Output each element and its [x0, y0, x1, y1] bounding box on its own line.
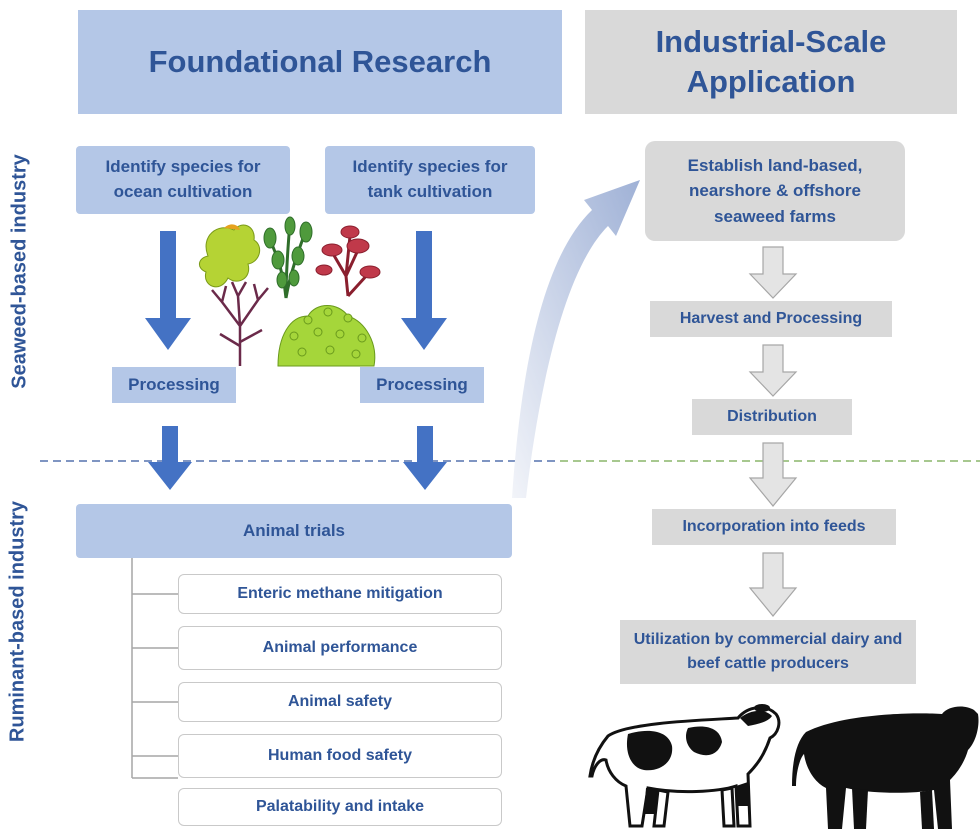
- processing-box-right: Processing: [360, 367, 484, 403]
- industrial-scale-header: Industrial-Scale Application: [585, 10, 957, 114]
- animal-trials-text: Animal trials: [242, 520, 346, 540]
- arrow-down-icon: [748, 246, 798, 299]
- holstein-cow-icon: [588, 704, 781, 828]
- ocean-cultivation-text: Identify species for ocean cultivation: [105, 157, 261, 201]
- sea-lettuce-icon: [199, 224, 261, 288]
- outcome-palatability-text: Palatability and intake: [255, 798, 425, 815]
- utilization-box: Utilization by commercial dairy and beef…: [620, 620, 916, 684]
- incorporation-feeds-box: Incorporation into feeds: [652, 509, 896, 545]
- black-angus-cattle-icon: [792, 706, 979, 829]
- arrow-down-icon: [401, 231, 447, 350]
- distribution-text: Distribution: [727, 408, 817, 425]
- red-seaweed-icon: [315, 225, 381, 298]
- outcome-box: Human food safety: [178, 734, 502, 778]
- distribution-box: Distribution: [692, 399, 852, 435]
- arrow-down-icon: [748, 552, 798, 617]
- tank-cultivation-box: Identify species for tank cultivation: [325, 146, 535, 214]
- outcome-box: Palatability and intake: [178, 788, 502, 826]
- arrow-down-icon: [148, 426, 192, 490]
- processing-box-left: Processing: [112, 367, 236, 403]
- harvest-processing-text: Harvest and Processing: [679, 310, 863, 327]
- outcome-box: Animal performance: [178, 626, 502, 670]
- industrial-scale-title: Industrial-Scale Application: [655, 23, 887, 99]
- outcome-performance-text: Animal performance: [262, 639, 418, 656]
- outcome-methane-text: Enteric methane mitigation: [237, 585, 443, 602]
- incorporation-feeds-text: Incorporation into feeds: [682, 518, 866, 535]
- arrow-down-icon: [748, 344, 798, 397]
- utilization-text: Utilization by commercial dairy and beef…: [633, 631, 903, 672]
- arrow-down-icon: [145, 231, 191, 350]
- outcome-animal-safety-text: Animal safety: [287, 693, 393, 710]
- establish-farms-text: Establish land-based, nearshore & offsho…: [687, 155, 863, 226]
- arrow-down-icon: [748, 442, 798, 507]
- outcome-human-food-safety-text: Human food safety: [267, 747, 412, 764]
- arrow-down-icon: [403, 426, 447, 490]
- outcome-box: Enteric methane mitigation: [178, 574, 502, 614]
- green-cluster-seaweed-icon: [277, 305, 376, 367]
- foundational-research-title: Foundational Research: [148, 43, 492, 79]
- establish-farms-box: Establish land-based, nearshore & offsho…: [645, 141, 905, 241]
- processing-right-text: Processing: [376, 374, 468, 394]
- processing-left-text: Processing: [128, 374, 220, 394]
- purple-seaweed-icon: [211, 281, 269, 366]
- tank-cultivation-text: Identify species for tank cultivation: [352, 157, 508, 201]
- ocean-cultivation-box: Identify species for ocean cultivation: [76, 146, 290, 214]
- animal-trials-box: Animal trials: [76, 504, 512, 558]
- green-seaweed-icon: [263, 216, 313, 299]
- outcome-box: Animal safety: [178, 682, 502, 722]
- harvest-processing-box: Harvest and Processing: [650, 301, 892, 337]
- foundational-research-header: Foundational Research: [78, 10, 562, 114]
- seaweed-illustration: [199, 216, 381, 367]
